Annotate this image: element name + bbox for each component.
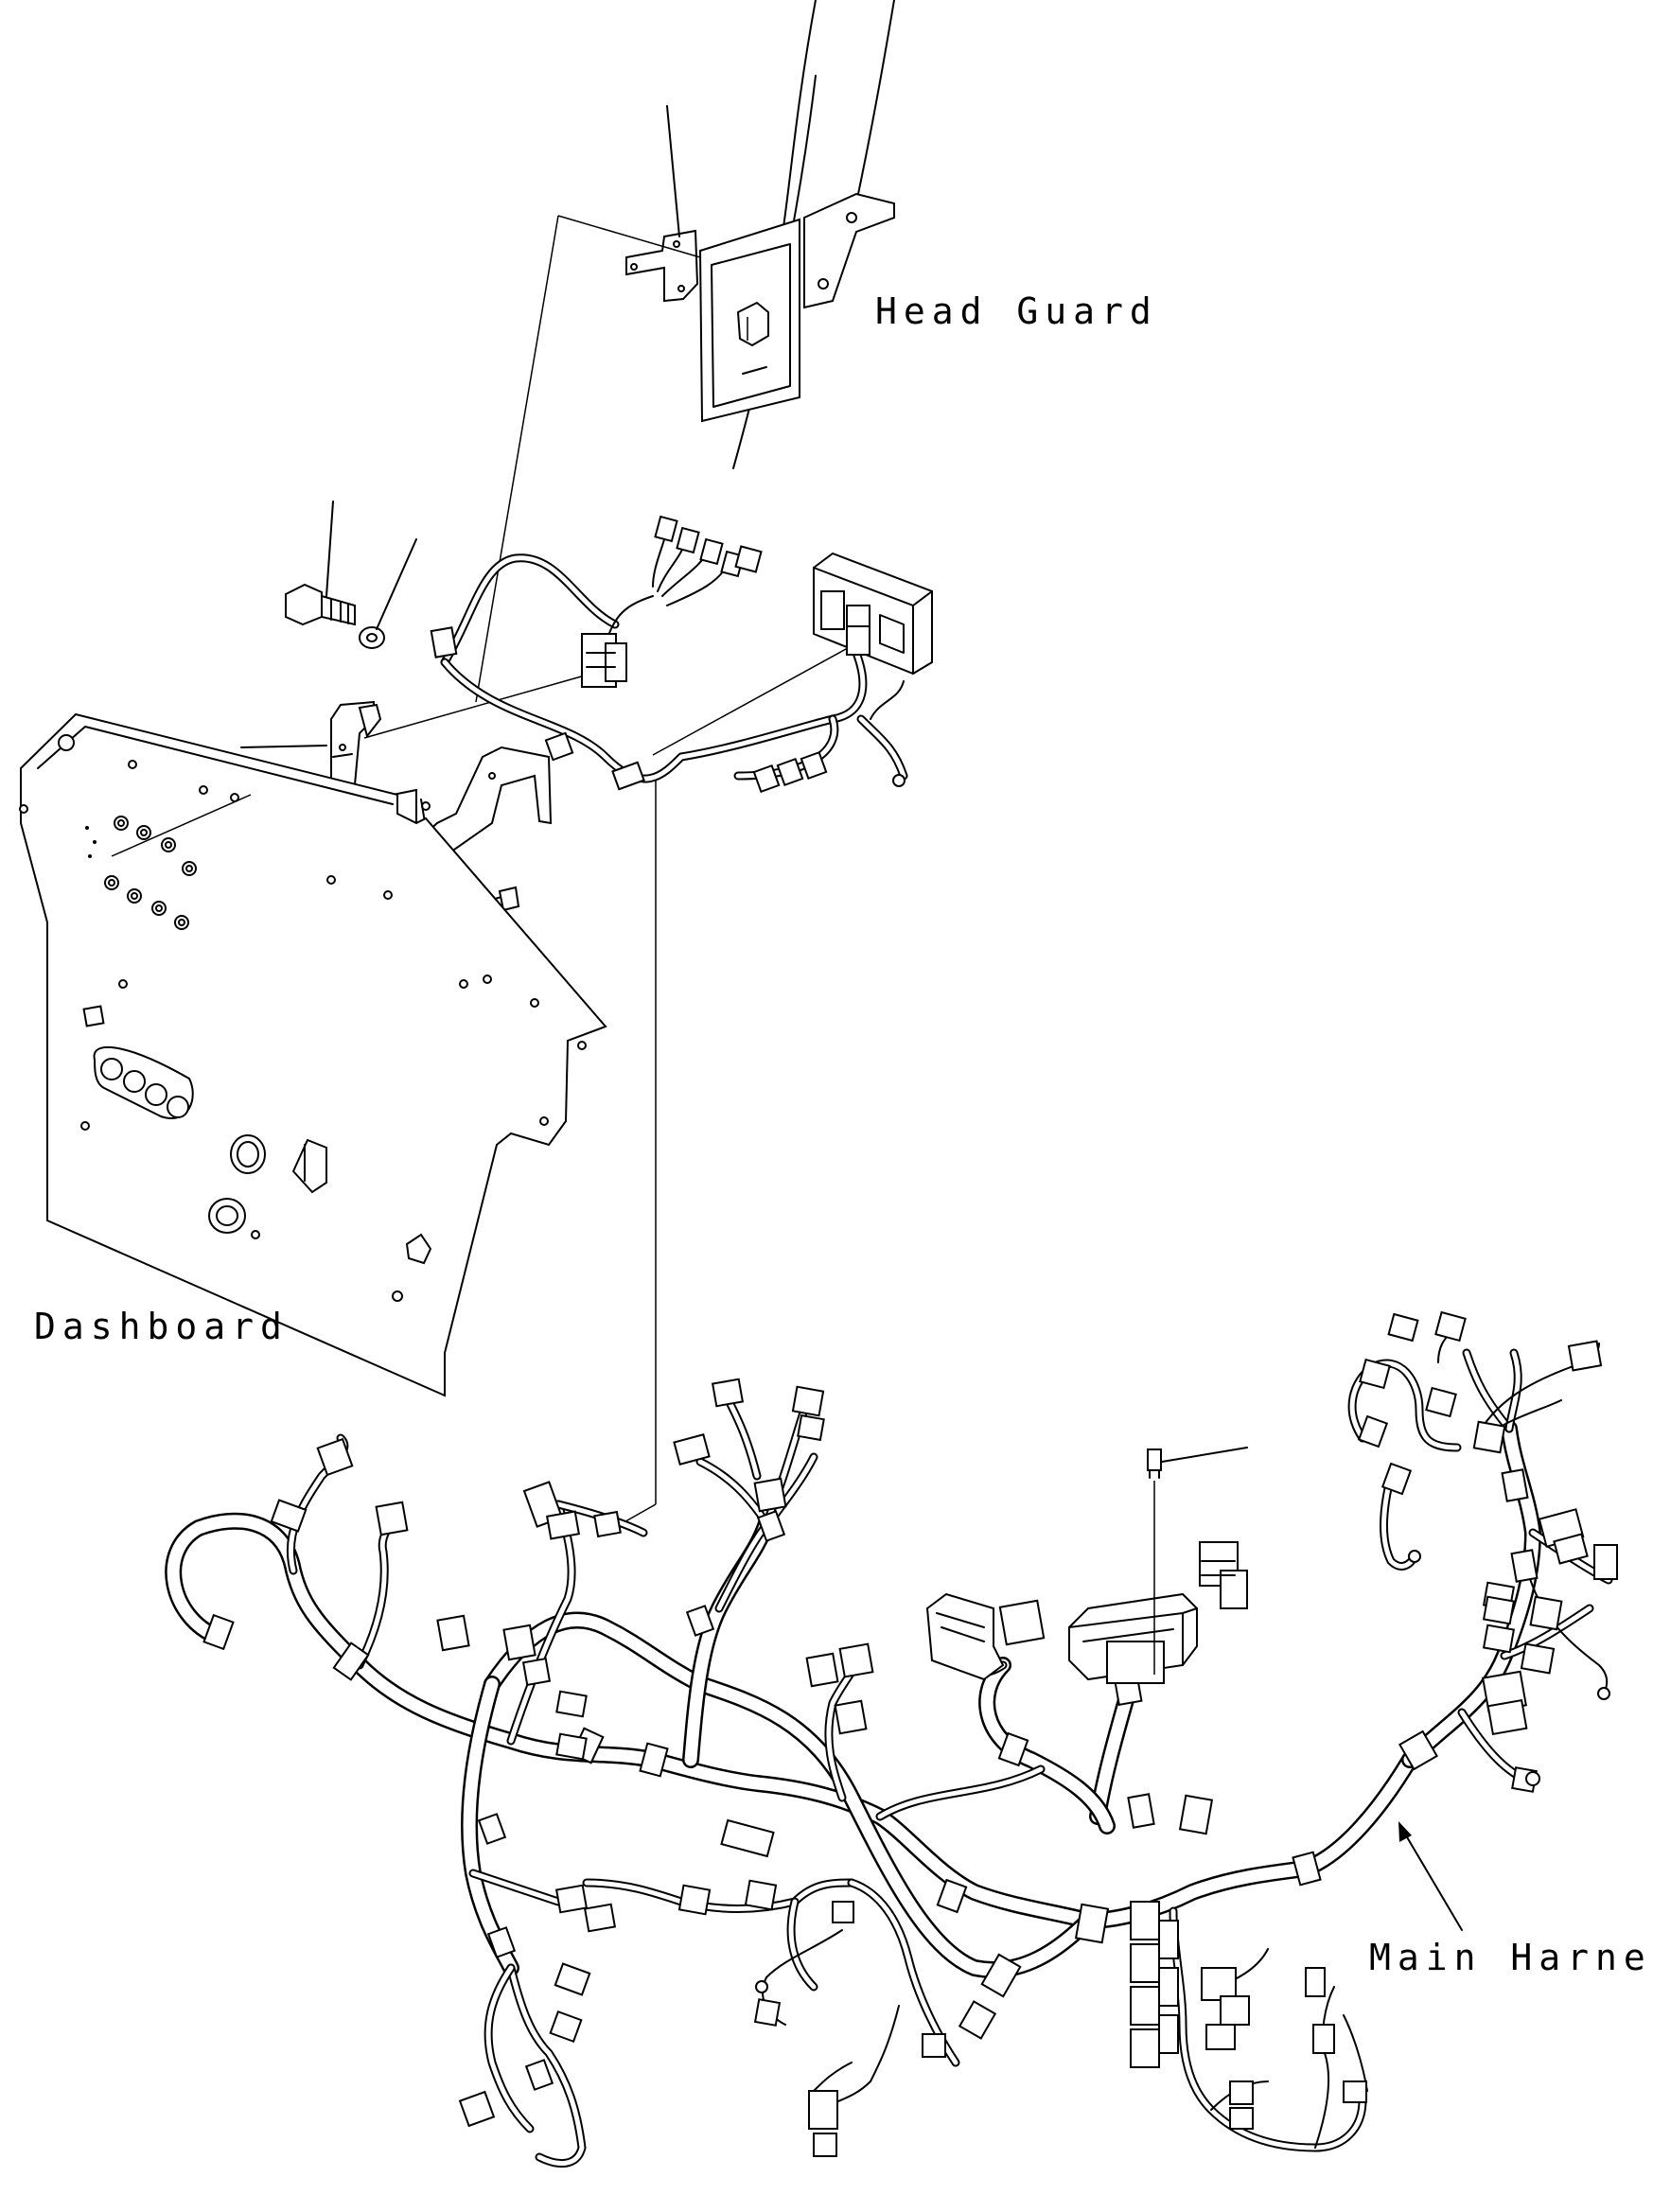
dashboard-label: Dashboard xyxy=(34,1306,289,1347)
bolt xyxy=(285,500,356,626)
leader-line xyxy=(475,215,559,703)
head-guard-label: Head Guard xyxy=(875,290,1158,332)
dashboard-panel xyxy=(19,712,607,1397)
main-harness-leader xyxy=(1398,1821,1463,1931)
leader-line xyxy=(557,215,701,258)
upper-harness xyxy=(430,515,908,794)
leader-line xyxy=(363,673,592,739)
head-guard-pillar xyxy=(698,0,895,469)
main-harness-connectors xyxy=(270,1310,1618,2157)
washer xyxy=(359,538,417,649)
ring-terminals xyxy=(755,1550,1610,1993)
dashboard-nuts xyxy=(104,816,197,930)
leader-line xyxy=(652,642,857,756)
fuse-box-upper xyxy=(813,552,933,676)
main-harness-label: Main Harness xyxy=(1369,1937,1653,1978)
head-guard-bracket xyxy=(625,105,699,303)
harness-clamps xyxy=(202,1414,1539,2091)
